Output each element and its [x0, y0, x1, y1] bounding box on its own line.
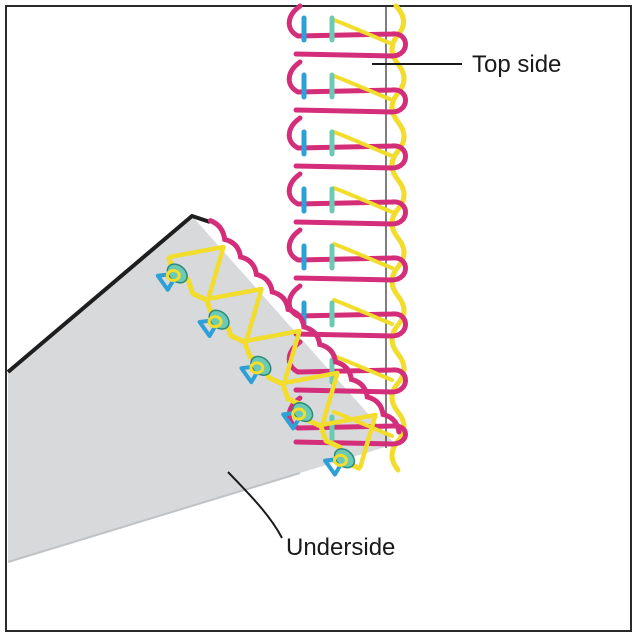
magenta-loop-2 — [286, 59, 408, 115]
yellow-cross-thread-4 — [332, 186, 394, 214]
underside-leader-line — [227, 471, 283, 539]
fabric-bottom-edge — [7, 472, 301, 563]
magenta-loop-3 — [286, 115, 408, 171]
yellow-cross-thread-5 — [332, 242, 394, 270]
magenta-loop-4 — [286, 171, 408, 227]
top-side-label: Top side — [472, 51, 561, 78]
yellow-cross-thread-3 — [332, 130, 394, 158]
magenta-loop-1 — [286, 3, 408, 59]
yellow-knot-ring-2 — [207, 315, 223, 329]
top-side-callout: Top side — [372, 51, 561, 78]
yellow-zigzag-thread — [168, 244, 378, 470]
top-side-stitch-column — [286, 3, 408, 473]
underside-fabric — [6, 214, 395, 563]
yellow-knot-ring-5 — [332, 453, 348, 467]
magenta-loop-6 — [286, 283, 408, 339]
fabric-fold-edge — [6, 214, 211, 374]
yellow-knot-ring-1 — [165, 268, 181, 282]
underside-label: Underside — [286, 534, 395, 561]
underside-fabric-panel — [8, 216, 395, 562]
yellow-cross-thread-7 — [332, 354, 394, 382]
yellow-knot-ring-4 — [291, 407, 307, 421]
magenta-loop-8 — [286, 395, 408, 447]
yellow-cross-thread-2 — [332, 74, 394, 102]
magenta-loop-5 — [286, 227, 408, 283]
underside-stitch-band — [155, 218, 402, 477]
yellow-knot-ring-3 — [249, 361, 265, 375]
magenta-edge-thread — [207, 218, 402, 435]
yellow-cross-thread-6 — [332, 298, 394, 326]
underside-callout: Underside — [227, 471, 395, 561]
yellow-cross-thread-8 — [332, 410, 394, 438]
yellow-cross-thread-1 — [332, 18, 394, 46]
